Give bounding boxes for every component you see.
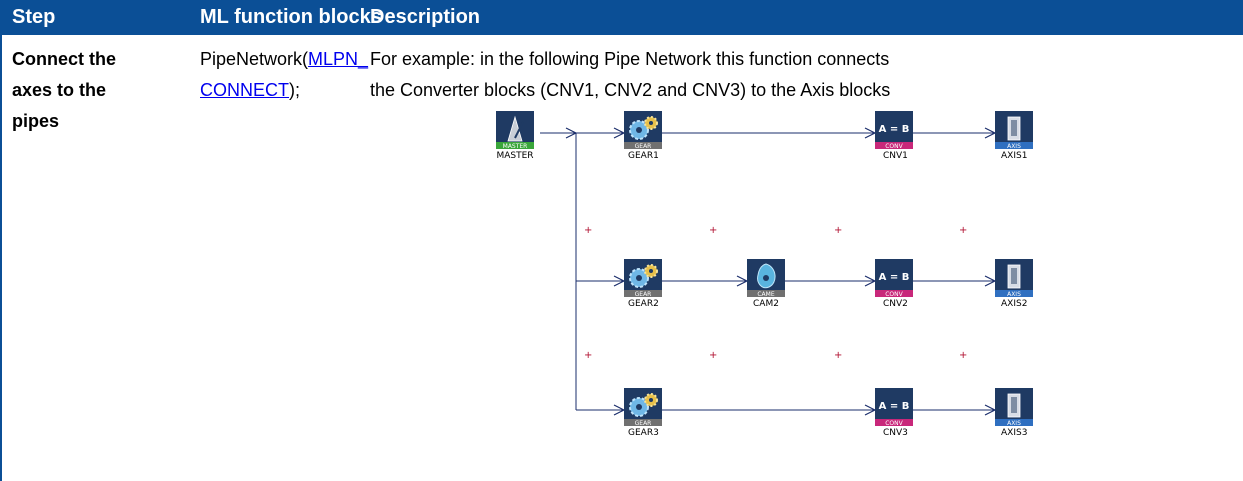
- block-axis2[interactable]: AXIS AXIS2: [995, 259, 1033, 309]
- block-master[interactable]: MASTER MASTER: [496, 111, 534, 161]
- pipe-network-diagram: + + + + + + + + MASTER MASTER GEAR GEAR1: [496, 111, 1033, 438]
- block-type-label: CONV: [885, 420, 903, 427]
- block-cnv3[interactable]: A = B CONV CNV3: [875, 388, 913, 438]
- header-description: Description: [370, 6, 481, 28]
- table-header: Step ML function blocks Description: [0, 0, 1243, 35]
- block-type-label: AXIS: [1007, 420, 1021, 427]
- wires: [540, 133, 995, 410]
- step-text-line: axes to the: [12, 80, 107, 100]
- plus-marker: +: [834, 350, 842, 361]
- plus-marker: +: [834, 225, 842, 236]
- block-name-label: CNV2: [883, 299, 908, 309]
- header-ml-function-blocks: ML function blocks: [200, 6, 382, 28]
- plus-marker: +: [709, 225, 717, 236]
- plus-marker: +: [709, 350, 717, 361]
- block-name-label: CAM2: [753, 299, 779, 309]
- ml-function-cell: PipeNetwork(MLPN_ CONNECT);: [200, 44, 368, 106]
- block-gear2[interactable]: GEAR GEAR2: [624, 259, 662, 309]
- block-type-label: MASTER: [503, 143, 528, 150]
- block-type-label: CONV: [885, 291, 903, 298]
- axis-icon: [1007, 116, 1021, 141]
- description-line: For example: in the following Pipe Netwo…: [370, 49, 890, 69]
- description-line: the Converter blocks (CNV1, CNV2 and CNV…: [370, 80, 891, 100]
- block-type-label: CAME: [757, 291, 774, 298]
- block-name-label: CNV1: [883, 151, 908, 161]
- block-type-label: GEAR: [635, 143, 652, 150]
- converter-icon: A = B: [879, 401, 910, 412]
- block-name-label: GEAR3: [628, 428, 659, 438]
- block-axis3[interactable]: AXIS AXIS3: [995, 388, 1033, 438]
- header-step: Step: [12, 6, 56, 28]
- gear-icon: [629, 393, 658, 417]
- block-axis1[interactable]: AXIS AXIS1: [995, 111, 1033, 161]
- block-name-label: AXIS1: [1001, 151, 1027, 161]
- block-name-label: AXIS2: [1001, 299, 1027, 309]
- block-gear3[interactable]: GEAR GEAR3: [624, 388, 662, 438]
- plus-marker: +: [584, 225, 592, 236]
- plus-marker: +: [959, 225, 967, 236]
- step-text-line: pipes: [12, 111, 60, 131]
- plus-marker: +: [959, 350, 967, 361]
- gear-icon: [629, 264, 658, 288]
- block-cnv1[interactable]: A = B CONV CNV1: [875, 111, 913, 161]
- axis-icon: [1007, 393, 1021, 418]
- block-name-label: GEAR1: [628, 151, 659, 161]
- block-name-label: CNV3: [883, 428, 908, 438]
- cam-icon: [757, 263, 776, 289]
- plus-marker: +: [584, 350, 592, 361]
- ml-suffix: );: [289, 80, 300, 100]
- block-type-label: CONV: [885, 143, 903, 150]
- block-name-label: MASTER: [496, 151, 533, 161]
- description-cell: For example: in the following Pipe Netwo…: [370, 44, 1240, 106]
- axis-icon: [1007, 264, 1021, 289]
- grid-markers: + + + + + + + +: [584, 225, 967, 361]
- metronome-icon: [507, 115, 524, 142]
- converter-icon: A = B: [879, 272, 910, 283]
- table-left-border: [0, 35, 2, 481]
- block-name-label: AXIS3: [1001, 428, 1027, 438]
- block-type-label: AXIS: [1007, 143, 1021, 150]
- ml-prefix: PipeNetwork(: [200, 49, 309, 69]
- block-cnv2[interactable]: A = B CONV CNV2: [875, 259, 913, 309]
- converter-icon: A = B: [879, 124, 910, 135]
- gear-icon: [629, 116, 658, 140]
- step-text-line: Connect the: [12, 49, 117, 69]
- step-cell: Connect the axes to the pipes: [12, 44, 182, 137]
- block-name-label: GEAR2: [628, 299, 659, 309]
- block-cam2[interactable]: CAME CAM2: [747, 259, 785, 309]
- mlpn-connect-link[interactable]: MLPN_: [308, 49, 369, 69]
- block-type-label: GEAR: [635, 420, 652, 427]
- block-type-label: GEAR: [635, 291, 652, 298]
- block-type-label: AXIS: [1007, 291, 1021, 298]
- block-gear1[interactable]: GEAR GEAR1: [624, 111, 662, 161]
- mlpn-connect-link-continued[interactable]: CONNECT: [200, 80, 289, 100]
